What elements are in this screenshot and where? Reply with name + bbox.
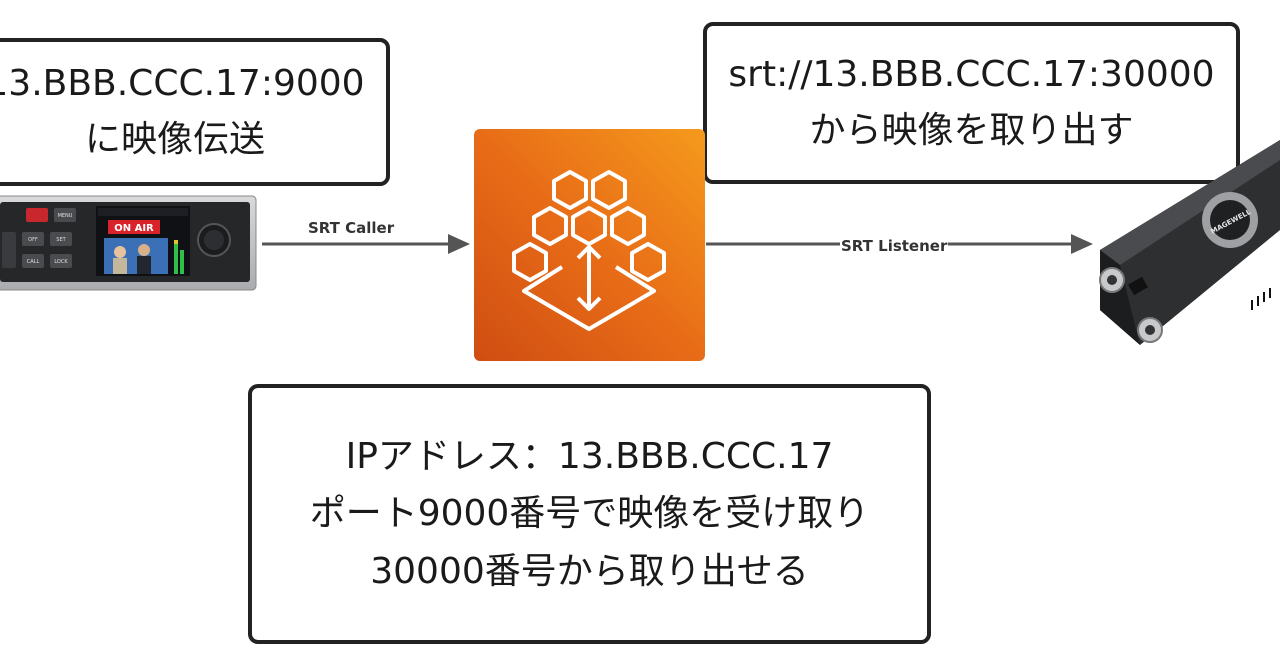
on-air-text: ON AIR [114,223,154,234]
encoder-device: MENU OFF SET CALL LOCK ON AIR [0,195,257,291]
srt-caller-label: SRT Caller [308,219,395,237]
ip-address-text: IPアドレス：13.BBB.CCC.17 [345,435,834,477]
srt-listener-label: SRT Listener [840,237,949,255]
output-action-text: から映像を取り出す [809,110,1134,151]
call-button-label: CALL [27,259,40,265]
output-url-text: srt://13.BBB.CCC.17:30000 [728,54,1215,96]
bnc-connector-bottom [1137,317,1163,343]
record-button [26,208,48,222]
set-button-label: SET [56,237,66,243]
description-box: IPアドレス：13.BBB.CCC.17 ポート9000番号で映像を受け取り 3… [248,384,931,644]
caller-arrow [262,234,470,254]
output-url-box: srt://13.BBB.CCC.17:30000 から映像を取り出す [703,22,1240,184]
magewell-device: MAGEWELL [1099,140,1280,345]
bnc-connector-top [1099,267,1125,293]
off-button-label: OFF [28,237,38,243]
source-action-text: に映像伝送 [84,119,265,160]
port-output-text: 30000番号から取り出せる [370,550,809,592]
source-address-text: 13.BBB.CCC.17:9000 [0,63,365,105]
port-receive-text: ポート9000番号で映像を受け取り [309,493,870,535]
aws-mediaconnect-tile [474,129,705,361]
hexagon-cluster-transfer-icon [512,170,666,331]
menu-button-shape [54,208,76,222]
lock-button-label: LOCK [54,259,68,265]
source-address-box: 13.BBB.CCC.17:9000 に映像伝送 [0,38,390,186]
menu-button-label: MENU [58,213,73,219]
